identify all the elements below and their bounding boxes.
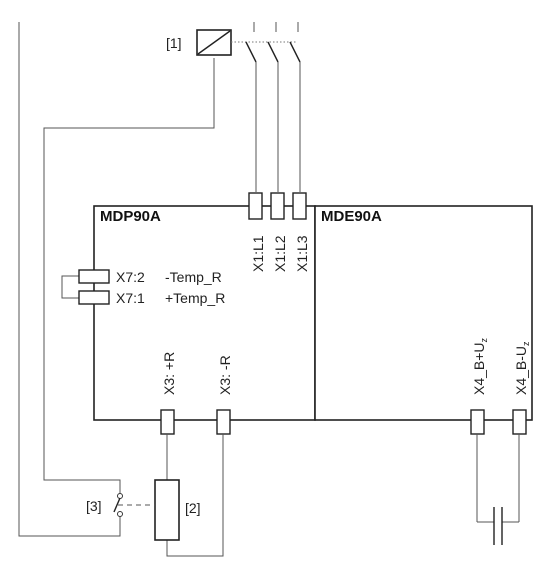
resistor-wire-neg	[166, 434, 224, 557]
brake-resistor	[154, 479, 180, 541]
control-wire	[43, 58, 215, 493]
terminal-x1-l1-label: X1:L1	[250, 235, 266, 272]
temp-jumper	[61, 275, 80, 299]
terminal-x1-l3	[292, 192, 307, 220]
terminal-x7-1-desc: +Temp_R	[165, 290, 225, 306]
thermal-switch: [3]	[86, 493, 155, 517]
terminal-x4-neg	[512, 409, 527, 435]
switch-pin-bottom	[117, 511, 123, 517]
terminal-x7-2	[78, 269, 110, 284]
module-mdp90a-label: MDP90A	[100, 208, 161, 225]
terminal-x4-pos	[470, 409, 485, 435]
terminal-x1-l2-label: X1:L2	[272, 235, 288, 272]
terminal-x7-2-label: X7:2	[116, 269, 145, 285]
switch-pin-top	[117, 493, 123, 499]
terminal-x3-pos	[160, 409, 175, 435]
contactor-k1: [1]	[166, 29, 232, 56]
ref-1-label: [1]	[166, 35, 182, 51]
switch-blade	[113, 497, 121, 513]
terminal-x1-l3-label: X1:L3	[294, 235, 310, 272]
terminal-x1-l2	[270, 192, 285, 220]
module-mde90a-label: MDE90A	[321, 208, 382, 225]
terminal-x3-pos-label: X3: +R	[161, 352, 177, 395]
terminal-x4-neg-label: X4_B-Uz	[513, 341, 531, 395]
contact-l1	[245, 41, 257, 63]
main-contacts	[245, 22, 301, 192]
terminal-x7-2-desc: -Temp_R	[165, 269, 222, 285]
contactor-coil-diagonal	[197, 30, 231, 55]
temp-terminals: X7:2 -Temp_R X7:1 +Temp_R	[61, 269, 225, 306]
terminal-x4-pos-label: X4_B+Uz	[471, 337, 489, 395]
contact-l3	[289, 41, 301, 63]
terminal-x1-l1	[248, 192, 263, 220]
terminal-x7-1-label: X7:1	[116, 290, 145, 306]
terminal-x3-neg	[216, 409, 231, 435]
terminal-x3-neg-label: X3: -R	[217, 355, 233, 395]
ref-3-label: [3]	[86, 498, 102, 514]
outer-wire-loop	[18, 22, 121, 537]
terminal-x7-1	[78, 290, 110, 305]
module-mde90a	[314, 205, 533, 421]
contact-l2	[267, 41, 279, 63]
dc-link-capacitor	[476, 434, 520, 545]
ref-2-label: [2]	[185, 500, 201, 516]
